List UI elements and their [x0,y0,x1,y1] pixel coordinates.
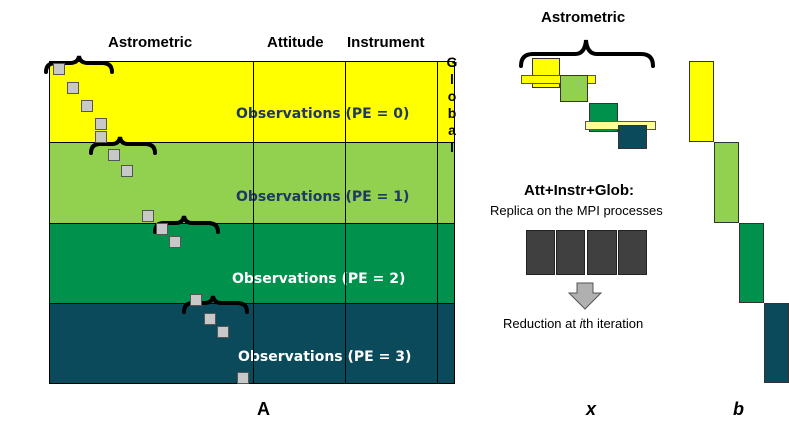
x-overlap-bar-pe0 [521,75,596,84]
band-label-pe0: Observations (PE = 0) [236,106,410,122]
global-letter: o [447,88,457,104]
band-label-pe1: Observations (PE = 1) [236,189,410,205]
astrometric-header: Astrometric [108,34,193,51]
down-arrow-icon [567,282,603,310]
b-segment-pe0 [689,61,714,142]
astrometric-block [95,118,107,130]
replica-subtitle: Replica on the MPI processes [490,203,663,218]
global-letter: G [446,54,458,70]
x-astrometric-header: Astrometric [541,9,626,26]
matrix-a-label: A [257,399,270,419]
brace-pe1 [89,136,157,155]
attitude-column-divider [253,61,254,384]
astrometric-block [204,313,216,325]
replica-block [556,230,585,275]
x-block-pe1 [560,75,588,102]
reduction-prefix: Reduction at [503,316,580,331]
x-astrometric-brace [519,39,655,68]
reduction-suffix: th iteration [582,316,644,331]
replica-block [526,230,555,275]
brace-pe0 [44,55,114,74]
astrometric-block [81,100,93,112]
astrometric-block [156,223,168,235]
replica-title: Att+Instr+Glob: [524,182,635,199]
vector-x-label: x [586,399,597,419]
replica-block [618,230,647,275]
band-pe2: Observations (PE = 2) [49,223,455,303]
band-pe0: Observations (PE = 0) [49,61,455,142]
vector-b-label: b [733,399,744,419]
astrometric-block [237,372,249,384]
global-letter: l [450,139,454,155]
global-letter: b [447,105,457,121]
band-label-pe2: Observations (PE = 2) [232,271,406,287]
band-label-pe3: Observations (PE = 3) [238,349,412,365]
astrometric-braces [44,55,249,314]
b-segment-pe1 [714,142,739,223]
attitude-header: Attitude [267,34,324,51]
instrument-column-divider [345,61,346,384]
reduction-italic: i [579,316,583,331]
global-column-divider [437,61,438,384]
b-segment-pe2 [739,223,764,303]
b-segment-pe3 [764,303,789,383]
reduction-text: Reduction at ith iteration [503,316,643,331]
global-letter: a [448,122,456,138]
instrument-header: Instrument [347,34,425,51]
astrometric-block [169,236,181,248]
band-pe1: Observations (PE = 1) [49,142,455,223]
astrometric-block [217,326,229,338]
astrometric-block [53,63,65,75]
x-block-pe3 [618,125,647,149]
astrometric-block [142,210,154,222]
band-pe3: Observations (PE = 3) [49,303,455,384]
astrometric-block [121,165,133,177]
astrometric-block [108,149,120,161]
brace-pe3 [182,295,249,314]
astrometric-block [67,82,79,94]
global-letter: l [450,71,454,87]
astrometric-block [95,131,107,143]
replica-block [587,230,617,275]
astrometric-block [190,294,202,306]
